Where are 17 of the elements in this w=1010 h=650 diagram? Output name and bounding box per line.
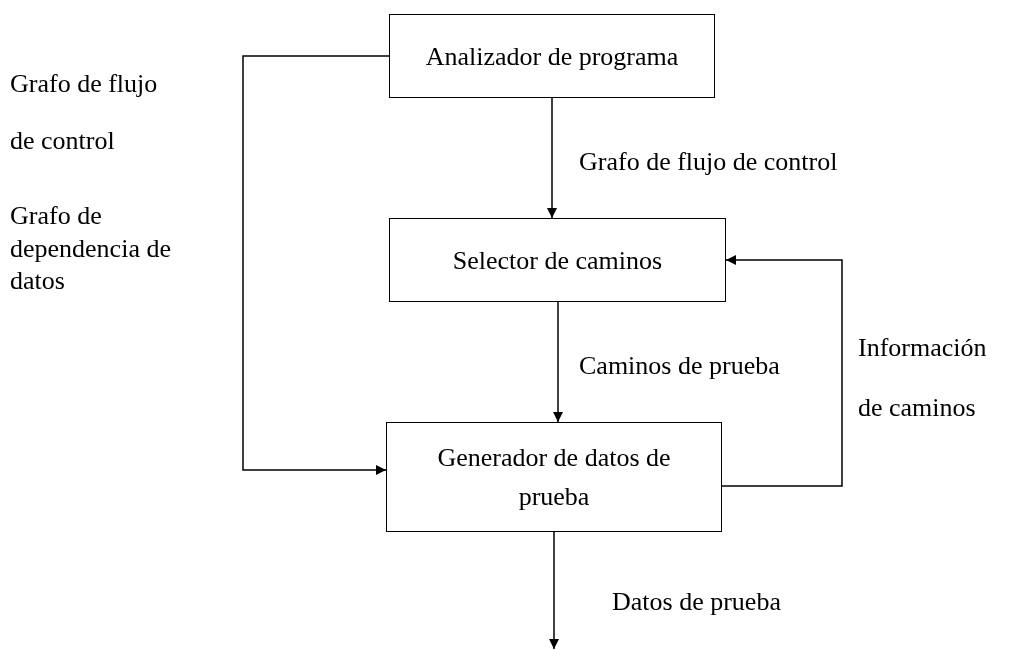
arrow (553, 301, 563, 423)
box-label: Generador de datos de prueba (436, 442, 672, 513)
process-box (389, 218, 726, 302)
arrow (242, 55, 390, 475)
arrow (547, 97, 557, 219)
process-box (386, 422, 722, 532)
arrow (549, 531, 559, 650)
note-label: Grafo de flujo de control (10, 68, 159, 158)
process-box (389, 14, 715, 98)
edge-label: Caminos de prueba (579, 350, 780, 382)
box-label: Analizador de programa (425, 40, 679, 73)
note-label: Grafo de dependencia de datos (10, 200, 172, 297)
edge-label: Datos de prueba (612, 586, 781, 618)
edge-label: Grafo de flujo de control (579, 146, 838, 178)
arrow (721, 255, 843, 487)
box-label: Selector de caminos (452, 244, 663, 277)
edge-label: Información de caminos (858, 332, 988, 424)
